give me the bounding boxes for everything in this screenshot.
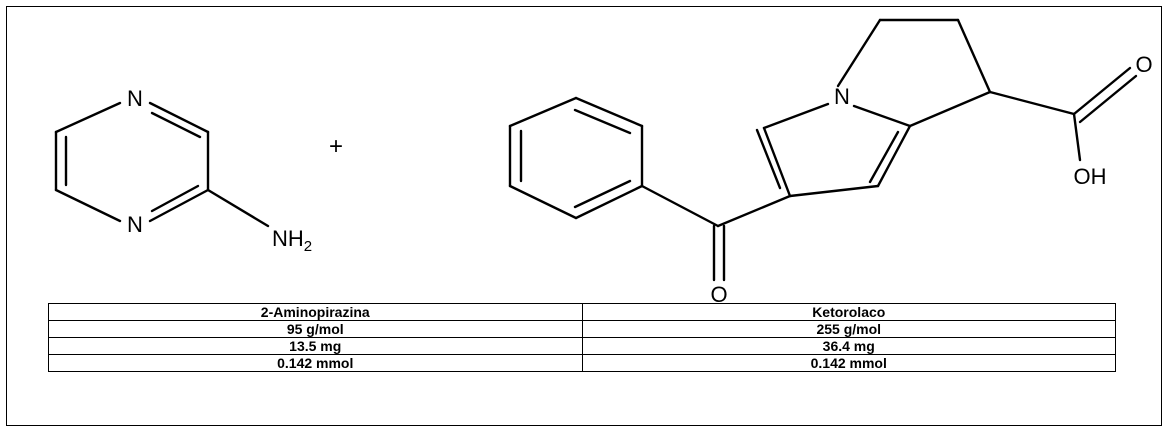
table-row: 0.142 mmol 0.142 mmol	[48, 354, 1116, 372]
bond-double	[755, 128, 782, 190]
bond-double	[573, 108, 632, 135]
bond	[574, 96, 644, 128]
atom-oh: OH	[1074, 164, 1107, 189]
bond-double	[868, 130, 900, 184]
aminopyrazine-structure: N N NH2	[54, 86, 312, 255]
bond	[640, 184, 720, 228]
bond	[54, 101, 122, 134]
bond	[1072, 66, 1132, 116]
table-row: 2-Aminopirazina Ketorolaco	[48, 303, 1116, 321]
bond	[716, 194, 792, 228]
bond	[876, 124, 912, 188]
plus-sign: +	[329, 133, 343, 160]
bond	[206, 188, 270, 228]
atom-n-ring: N	[834, 84, 850, 109]
atom-n-top: N	[127, 86, 143, 111]
table-cell: 36.4 mg	[581, 337, 1116, 355]
bond	[54, 188, 122, 223]
bond	[508, 96, 578, 128]
atom-o-ketone: O	[710, 282, 727, 307]
bond-double	[150, 111, 202, 139]
table-cell: 255 g/mol	[581, 320, 1116, 338]
bond	[762, 102, 830, 130]
bond	[1072, 112, 1082, 162]
bond	[852, 104, 912, 128]
bond-double	[573, 179, 632, 209]
nh2-main: NH	[272, 226, 304, 251]
bond	[574, 184, 644, 220]
bond	[908, 90, 992, 128]
atom-o-acid: O	[1135, 52, 1152, 77]
table-cell: 0.142 mmol	[581, 354, 1116, 372]
table-row: 95 g/mol 255 g/mol	[48, 320, 1116, 338]
ketorolac-structure: O N O OH	[508, 18, 1153, 307]
nh2-subscript: 2	[304, 238, 312, 255]
bond-double	[1078, 74, 1138, 124]
table-cell: 95 g/mol	[48, 320, 583, 338]
bond	[836, 18, 882, 88]
atom-n-bottom: N	[127, 212, 143, 237]
bond	[988, 90, 1076, 116]
table-cell: 0.142 mmol	[48, 354, 583, 372]
properties-table: 2-Aminopirazina Ketorolaco 95 g/mol 255 …	[48, 303, 1116, 372]
atom-nh2: NH2	[272, 226, 312, 255]
figure-frame	[6, 6, 1162, 426]
bond	[762, 126, 792, 198]
table-cell: Ketorolaco	[581, 303, 1116, 321]
bond-double	[150, 184, 200, 213]
bond	[508, 184, 578, 220]
table-row: 13.5 mg 36.4 mg	[48, 337, 1116, 355]
bond	[956, 18, 992, 94]
table-cell: 2-Aminopirazina	[48, 303, 583, 321]
table-cell: 13.5 mg	[48, 337, 583, 355]
bond	[148, 101, 210, 134]
bond	[148, 188, 210, 223]
bond	[788, 184, 880, 198]
